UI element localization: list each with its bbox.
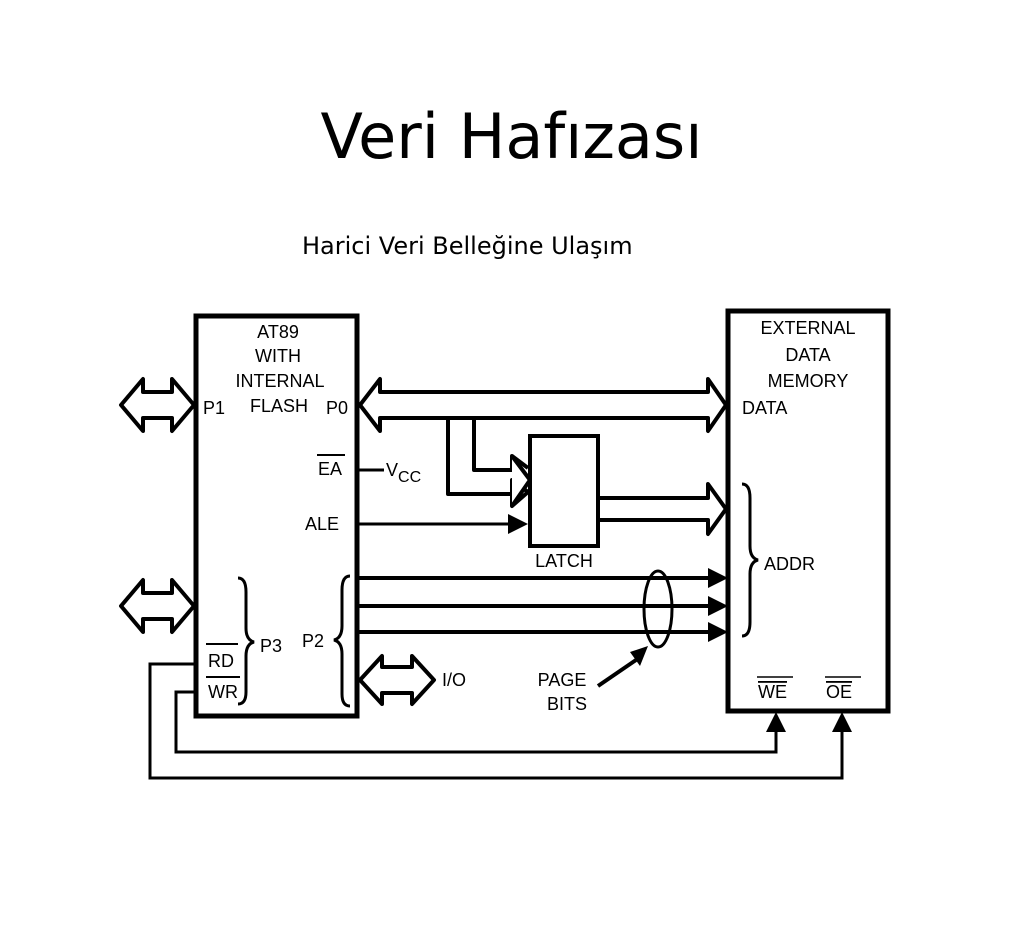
slide-title: Veri Hafızası (320, 100, 703, 173)
slide-subtitle: Harici Veri Belleğine Ulaşım (302, 232, 633, 260)
ale-label: ALE (305, 514, 339, 534)
mcu-label-4: FLASH (250, 396, 308, 416)
p2-label: P2 (302, 631, 324, 651)
memory-data-label: DATA (742, 398, 787, 418)
rd-label: RD (208, 651, 234, 671)
latch-addr-bus (600, 482, 728, 536)
ea-label: EA (318, 459, 342, 479)
latch-block (528, 434, 600, 548)
page-bits-label-2: BITS (547, 694, 587, 714)
memory-label-2: DATA (785, 345, 830, 365)
memory-oe-label: OE (826, 682, 852, 702)
p2-brace (333, 574, 351, 708)
p3-label: P3 (260, 636, 282, 656)
addr-brace (741, 482, 759, 638)
wr-label: WR (208, 682, 238, 702)
page-bits-ellipse (642, 569, 674, 649)
p0-label: P0 (326, 398, 348, 418)
io-label: I/O (442, 670, 466, 690)
latch-label: LATCH (535, 551, 593, 571)
memory-addr-label: ADDR (764, 554, 815, 574)
memory-we-label: WE (758, 682, 787, 702)
mcu-label-3: INTERNAL (235, 371, 324, 391)
rd-oe-line (148, 662, 844, 780)
memory-label-1: EXTERNAL (760, 318, 855, 338)
mcu-label-1: AT89 (257, 322, 299, 342)
p1-label: P1 (203, 398, 225, 418)
mcu-block (193, 313, 360, 719)
io-bus-arrow (358, 654, 436, 706)
wr-we-line (174, 690, 778, 754)
p0-data-bus (358, 377, 728, 433)
memory-block (725, 308, 891, 714)
page-bits-label-1: PAGE (538, 670, 587, 690)
p1-bus-arrow (119, 377, 196, 433)
p3-brace (237, 576, 255, 706)
mcu-label-2: WITH (255, 346, 301, 366)
p3-bus-arrow (119, 578, 196, 634)
memory-label-3: MEMORY (768, 371, 849, 391)
vcc-label: VCC (386, 460, 421, 486)
